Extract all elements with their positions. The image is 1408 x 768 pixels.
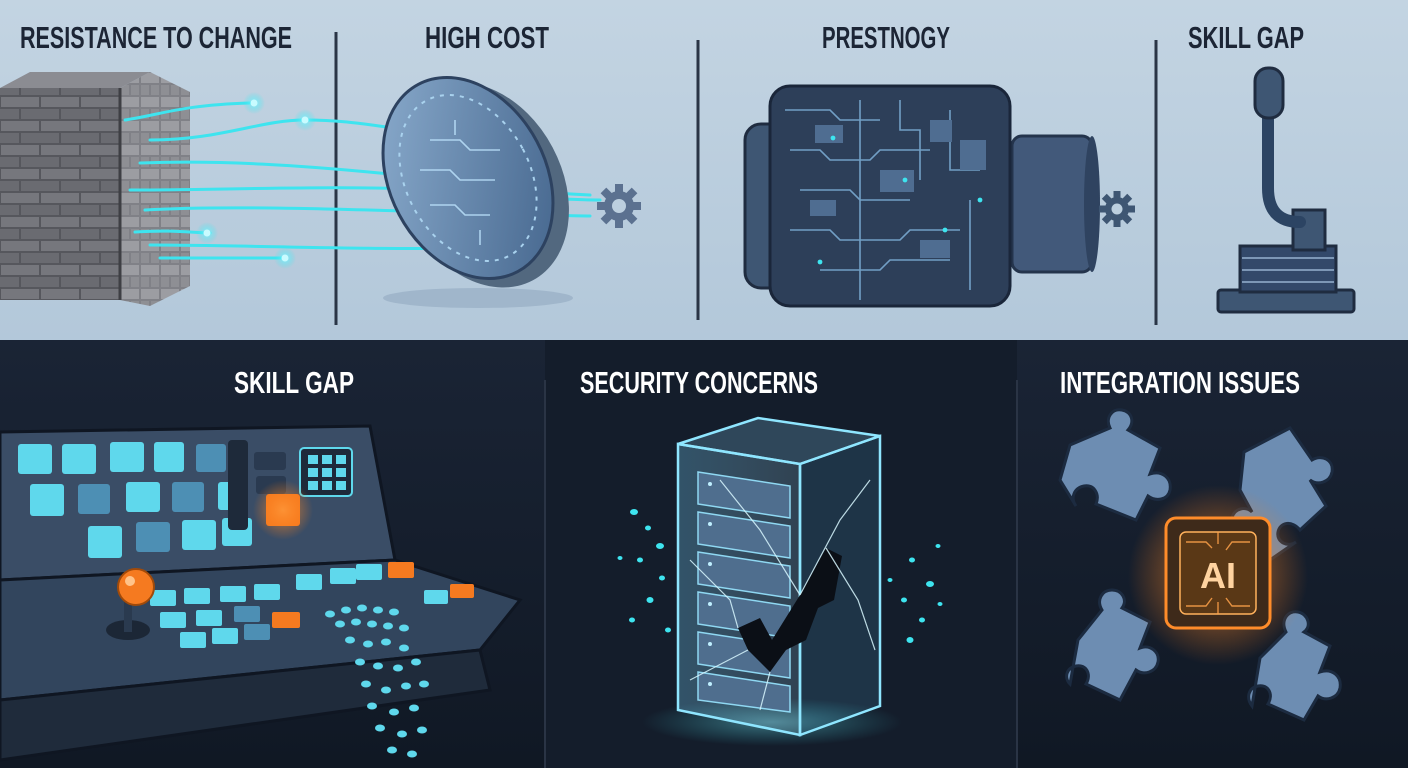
panel-title-skill-gap-top: SKILL GAP [1188, 20, 1304, 55]
control-panel-icon [0, 424, 523, 762]
ai-chip-icon [1128, 485, 1308, 665]
top-row-background [0, 0, 1408, 340]
lever-icon [1216, 66, 1356, 314]
panel-title-integration: INTEGRATION ISSUES [1060, 365, 1300, 400]
panel-title-skill-gap-bottom: SKILL GAP [234, 365, 354, 400]
security-particles [617, 509, 943, 643]
gear-icon [1099, 191, 1135, 227]
panel-title-resistance: RESISTANCE TO CHANGE [20, 20, 292, 55]
circuit-motor-icon [743, 84, 1100, 308]
ai-chip-label: AI [1200, 555, 1236, 596]
cracked-server-icon [642, 416, 902, 746]
gear-icon [597, 184, 641, 228]
falling-pixels [325, 604, 429, 758]
brick-wall-icon [0, 72, 190, 306]
panel-title-high-cost: HIGH COST [425, 20, 549, 55]
panel-title-security: SECURITY CONCERNS [580, 365, 818, 400]
panel-title-prestnogy: PRESTNOGY [822, 20, 950, 55]
circuit-coin-icon [381, 75, 573, 308]
